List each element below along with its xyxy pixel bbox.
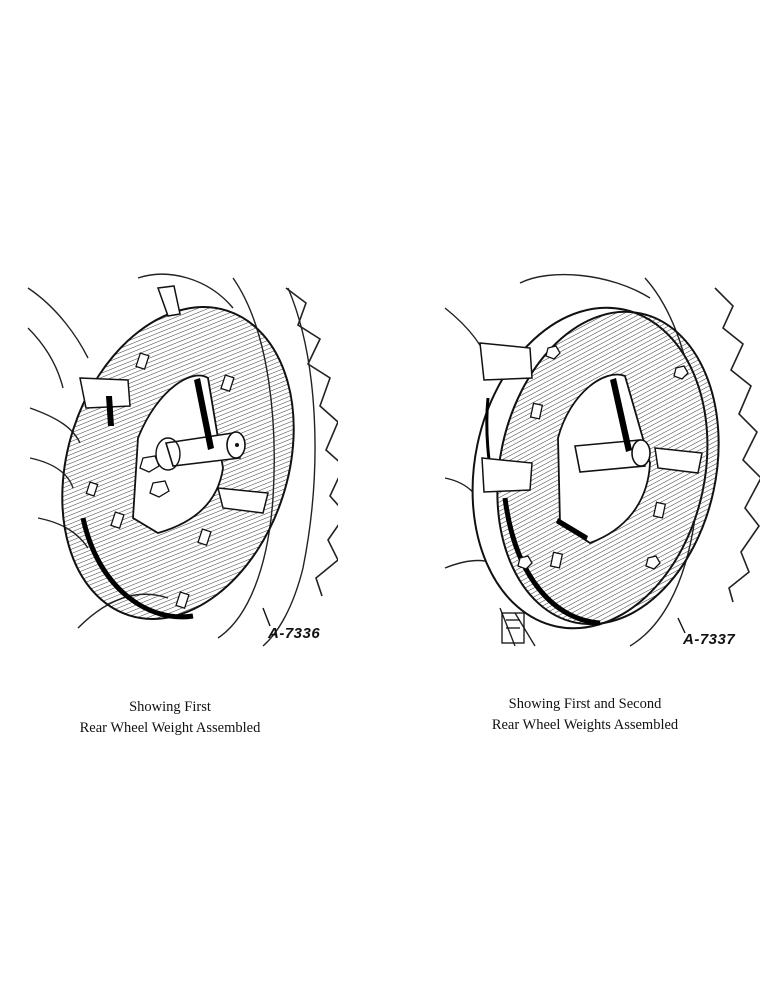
caption-right: Showing First and Second Rear Wheel Weig… bbox=[455, 694, 715, 736]
figure-code-right: A-7337 bbox=[683, 631, 736, 648]
first-and-second-wheel-weights-drawing bbox=[444, 273, 760, 647]
caption-left-line2: Rear Wheel Weight Assembled bbox=[79, 720, 261, 736]
illustration-first-and-second-wheel-weights bbox=[440, 268, 760, 648]
figure-code-left: A-7336 bbox=[268, 625, 321, 642]
illustration-first-wheel-weight bbox=[18, 268, 338, 648]
first-wheel-weight-drawing bbox=[27, 273, 338, 647]
caption-right-line1: Showing First and Second bbox=[508, 696, 662, 712]
caption-left-line1: Showing First bbox=[129, 699, 211, 715]
caption-left: Showing First Rear Wheel Weight Assemble… bbox=[40, 697, 300, 739]
caption-right-line2: Rear Wheel Weights Assembled bbox=[491, 717, 679, 733]
